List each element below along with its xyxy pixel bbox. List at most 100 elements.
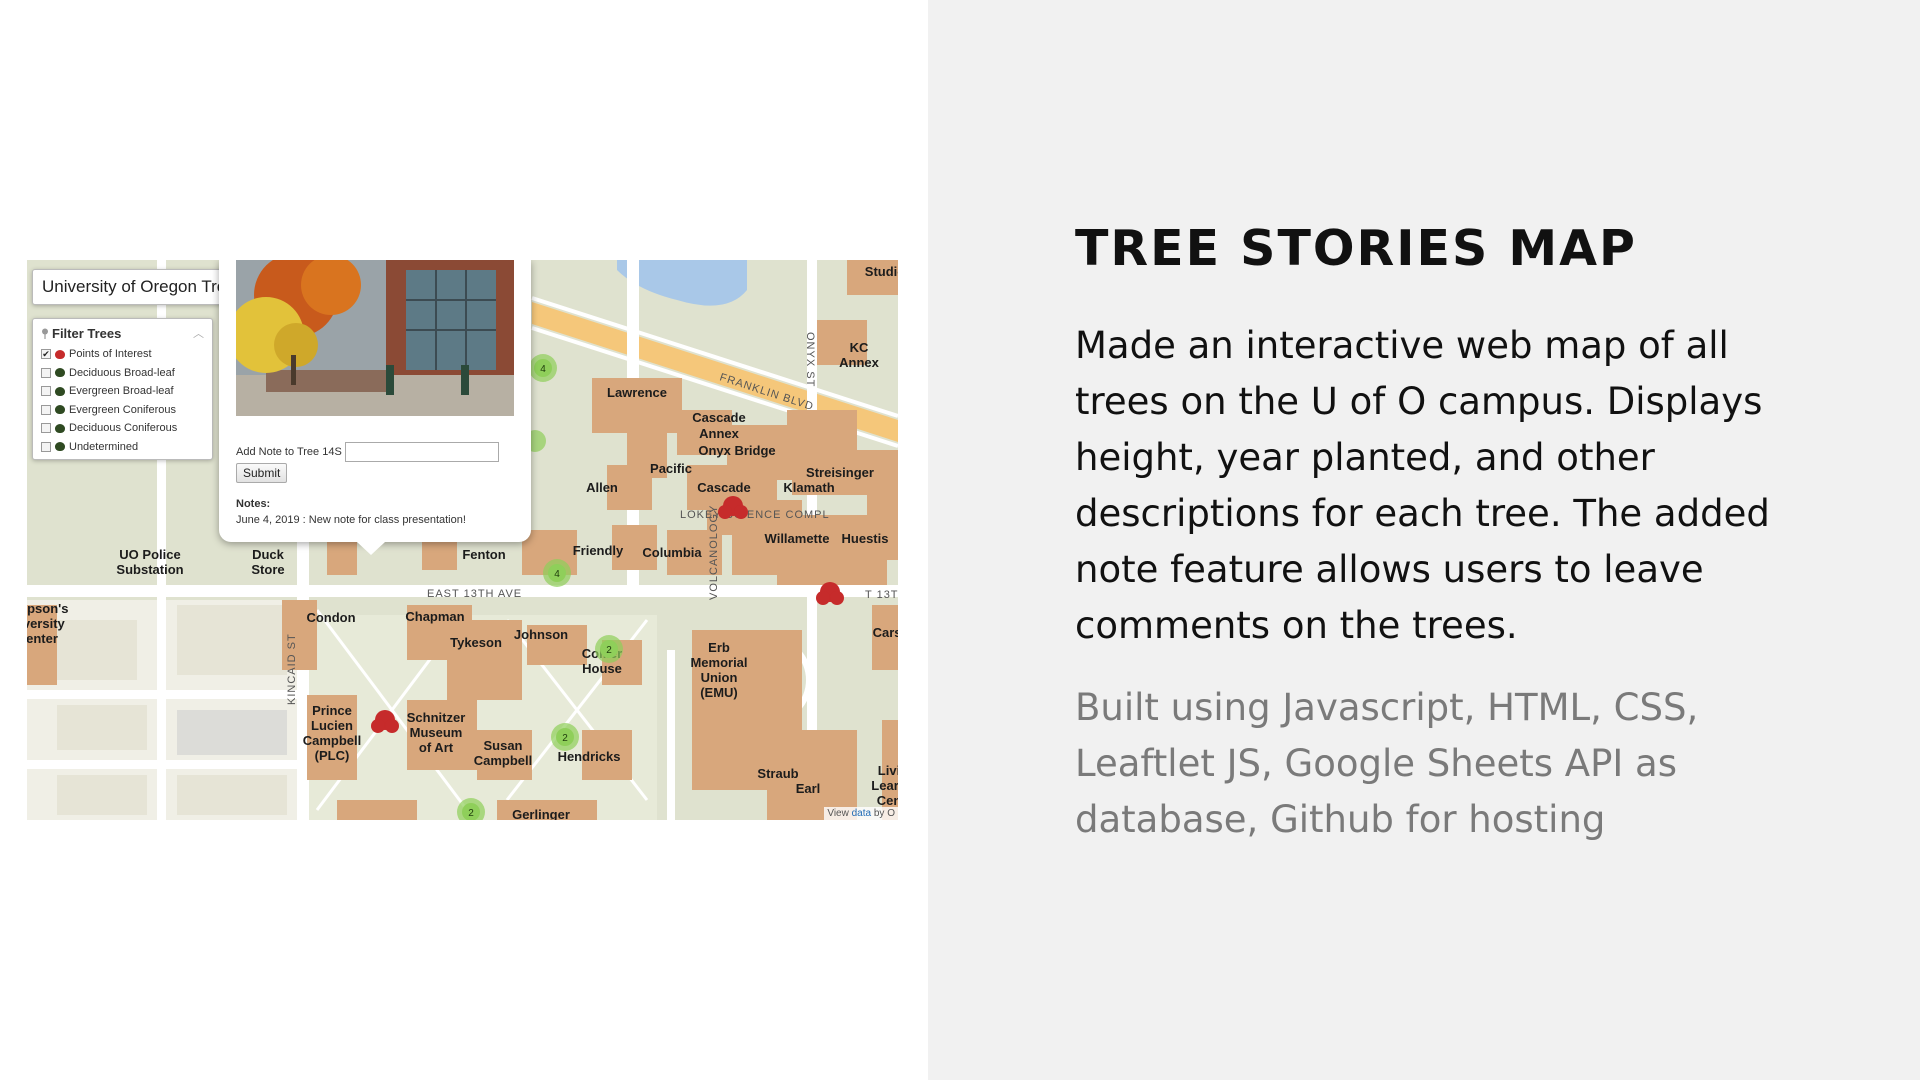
filter-item-undetermined[interactable]: Undetermined <box>41 438 204 457</box>
svg-text:Friendly: Friendly <box>573 543 624 558</box>
svg-text:2: 2 <box>562 733 568 744</box>
filter-item-label: Evergreen Coniferous <box>69 403 177 416</box>
note-input[interactable] <box>344 442 499 462</box>
svg-text:Hendricks: Hendricks <box>558 749 621 764</box>
svg-text:Tykeson: Tykeson <box>450 635 502 650</box>
checkbox[interactable] <box>41 423 51 434</box>
svg-text:2: 2 <box>606 645 612 656</box>
filter-item-label: Evergreen Broad-leaf <box>69 385 174 398</box>
svg-text:enter: enter <box>27 631 58 646</box>
svg-text:Prince: Prince <box>312 703 352 718</box>
built-with-text: Built using Javascript, HTML, CSS, Leaft… <box>1075 686 1699 841</box>
description-panel: TREE STORIES MAP Made an interactive web… <box>928 0 1920 1080</box>
svg-text:House: House <box>582 661 622 676</box>
notes-heading: Notes: <box>236 498 271 510</box>
svg-text:Erb: Erb <box>708 640 730 655</box>
svg-text:Duck: Duck <box>252 547 285 562</box>
collapse-chevron-icon[interactable]: ︿ <box>193 328 204 340</box>
svg-text:Museum: Museum <box>410 725 463 740</box>
tree-photo <box>236 260 514 416</box>
svg-text:Memorial: Memorial <box>690 655 747 670</box>
svg-text:Earl: Earl <box>796 781 821 796</box>
svg-text:mpson's: mpson's <box>27 601 68 616</box>
svg-text:Huestis: Huestis <box>842 531 889 546</box>
svg-text:Union: Union <box>701 670 738 685</box>
svg-text:of Art: of Art <box>419 740 454 755</box>
svg-text:Gerlinger: Gerlinger <box>512 807 570 820</box>
svg-text:Cen: Cen <box>877 793 898 808</box>
svg-text:Substation: Substation <box>116 562 183 577</box>
tree-icon <box>55 405 65 415</box>
svg-text:VOLCANOLOGY: VOLCANOLOGY <box>708 505 720 600</box>
svg-text:Johnson: Johnson <box>514 627 568 642</box>
map-attribution: View data by O <box>824 807 898 820</box>
svg-text:2: 2 <box>468 808 474 819</box>
svg-text:Condon: Condon <box>306 610 355 625</box>
tree-icon <box>55 368 65 378</box>
svg-text:Annex: Annex <box>839 355 880 370</box>
project-description: Made an interactive web map of all trees… <box>1075 324 1770 647</box>
tree-icon <box>55 349 65 359</box>
filter-header[interactable]: Filter Trees ︿ <box>41 325 204 341</box>
filter-item-label: Deciduous Coniferous <box>69 422 178 435</box>
svg-text:Carson: Carson <box>873 625 898 640</box>
svg-text:Pacific: Pacific <box>650 461 692 476</box>
svg-text:Lawrence: Lawrence <box>607 385 667 400</box>
svg-text:Allen: Allen <box>586 480 618 495</box>
svg-text:4: 4 <box>540 364 546 375</box>
svg-text:4: 4 <box>554 569 560 580</box>
tree-popup[interactable]: Add Note to Tree 14S Submit Notes: June … <box>219 260 531 555</box>
svg-text:Klamath: Klamath <box>783 480 834 495</box>
svg-text:Willamette: Willamette <box>765 531 830 546</box>
filter-item-deciduous-broad-leaf[interactable]: Deciduous Broad-leaf <box>41 364 204 383</box>
checkbox[interactable]: ✔ <box>41 348 51 360</box>
svg-text:Columbia: Columbia <box>642 545 702 560</box>
checkbox[interactable] <box>41 404 51 415</box>
checkbox[interactable] <box>41 441 51 452</box>
checkbox[interactable] <box>41 367 51 378</box>
submit-button[interactable]: Submit <box>236 463 288 483</box>
svg-text:Fenton: Fenton <box>462 547 505 562</box>
filter-item-evergreen-broad-leaf[interactable]: Evergreen Broad-leaf <box>41 382 204 401</box>
svg-text:KINCAID ST: KINCAID ST <box>286 633 298 705</box>
svg-text:Annex: Annex <box>699 426 740 441</box>
svg-text:ONYX ST: ONYX ST <box>804 332 816 387</box>
svg-text:Campbell: Campbell <box>303 733 362 748</box>
filter-item-deciduous-coniferous[interactable]: Deciduous Coniferous <box>41 419 204 438</box>
svg-text:EAST 13TH AVE: EAST 13TH AVE <box>427 588 522 600</box>
svg-text:Learn: Learn <box>871 778 898 793</box>
pin-icon <box>42 328 48 339</box>
filter-item-label: Deciduous Broad-leaf <box>69 366 175 379</box>
tree-map[interactable]: Lawrence Cascade Annex Onyx Bridge Pacifi… <box>27 260 898 820</box>
left-area: Lawrence Cascade Annex Onyx Bridge Pacifi… <box>0 0 928 1080</box>
svg-text:iversity: iversity <box>27 616 66 631</box>
svg-text:Onyx Bridge: Onyx Bridge <box>698 443 775 458</box>
project-title: TREE STORIES MAP <box>1075 220 1637 277</box>
checkbox[interactable] <box>41 386 51 397</box>
svg-text:Cascade: Cascade <box>697 480 750 495</box>
svg-text:Campbell: Campbell <box>474 753 533 768</box>
filter-item-label: Points of Interest <box>69 348 152 361</box>
svg-text:LOKEY SCIENCE COMPL: LOKEY SCIENCE COMPL <box>680 509 830 521</box>
svg-text:Streisinger: Streisinger <box>806 465 874 480</box>
filter-item-points-of-interest[interactable]: ✔ Points of Interest <box>41 345 204 364</box>
svg-text:Chapman: Chapman <box>405 609 464 624</box>
svg-text:(EMU): (EMU) <box>700 685 738 700</box>
tree-icon <box>55 386 65 396</box>
svg-text:Studio: Studio <box>865 264 898 279</box>
svg-text:Livi: Livi <box>878 763 898 778</box>
attribution-suffix: by O <box>871 808 895 819</box>
svg-text:T 13TH AV: T 13TH AV <box>865 589 898 601</box>
filter-item-label: Undetermined <box>69 440 139 453</box>
filter-trees-panel[interactable]: Filter Trees ︿ ✔ Points of Interest Deci… <box>32 318 213 460</box>
svg-text:Susan: Susan <box>483 738 522 753</box>
attribution-link[interactable]: data <box>851 808 872 819</box>
svg-text:Lucien: Lucien <box>311 718 353 733</box>
svg-text:(PLC): (PLC) <box>315 748 350 763</box>
filter-heading: Filter Trees <box>52 325 122 341</box>
svg-text:KC: KC <box>850 340 869 355</box>
add-note-row: Add Note to Tree 14S <box>236 442 499 462</box>
tree-icon <box>55 442 65 452</box>
svg-text:Straub: Straub <box>757 766 798 781</box>
filter-item-evergreen-coniferous[interactable]: Evergreen Coniferous <box>41 401 204 420</box>
